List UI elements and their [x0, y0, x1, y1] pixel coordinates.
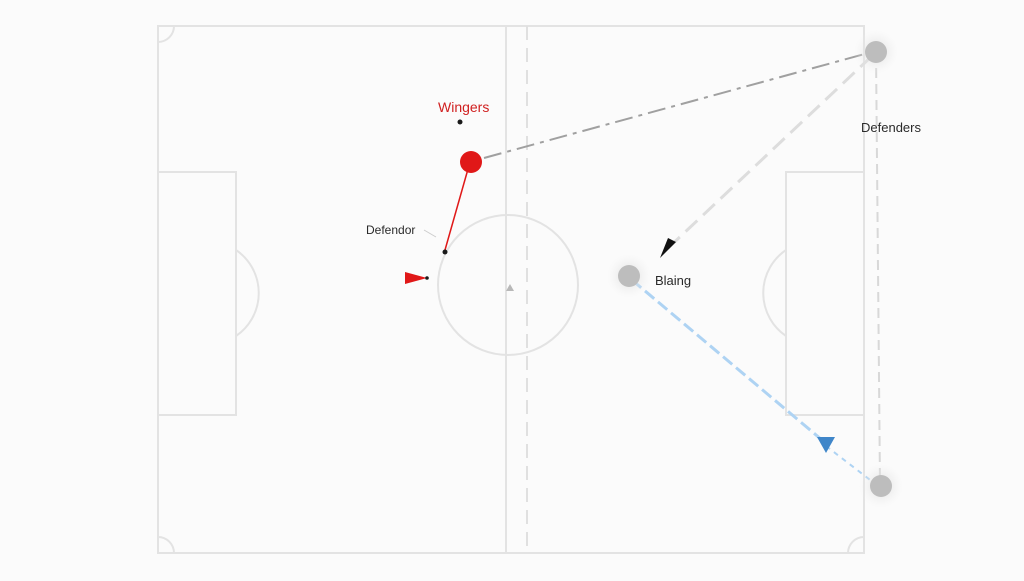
player-blaing[interactable]: [607, 254, 651, 298]
player-winger-red[interactable]: [460, 151, 482, 173]
winger-anchor-dot: [457, 119, 463, 125]
blue-run-line: [631, 278, 823, 442]
black-arrowhead-icon: [660, 238, 676, 258]
label-wingers: Wingers: [438, 99, 489, 115]
center-triangle-icon: [506, 284, 514, 291]
right-dashed-line: [875, 51, 881, 486]
left-penalty-box: [157, 171, 237, 416]
left-penalty-arc: [235, 249, 260, 337]
red-flag-tip-dot: [425, 276, 429, 280]
corner-arc-top-left: [157, 25, 175, 43]
corner-arc-bottom-left: [157, 536, 175, 554]
corner-arc-bottom-right: [847, 536, 865, 554]
label-blaing: Blaing: [655, 273, 691, 288]
player-defender-top-right[interactable]: [854, 30, 898, 74]
pitch-markings: [157, 25, 865, 554]
defender-tick-line: [423, 229, 437, 238]
right-penalty-arc: [762, 249, 787, 337]
label-defenders: Defenders: [861, 120, 921, 135]
label-defender: Defendor: [366, 223, 415, 237]
player-defender-bottom-right[interactable]: [859, 464, 903, 508]
run-line-defender-to-center: [664, 54, 874, 252]
right-penalty-box: [785, 171, 865, 416]
blue-arrowhead-icon: [817, 437, 835, 453]
red-link-line: [444, 161, 471, 251]
red-flag-triangle-icon: [405, 272, 427, 284]
pass-line-winger-to-defender: [483, 51, 873, 159]
center-circle: [437, 214, 579, 356]
defender-anchor-dot: [442, 249, 448, 255]
